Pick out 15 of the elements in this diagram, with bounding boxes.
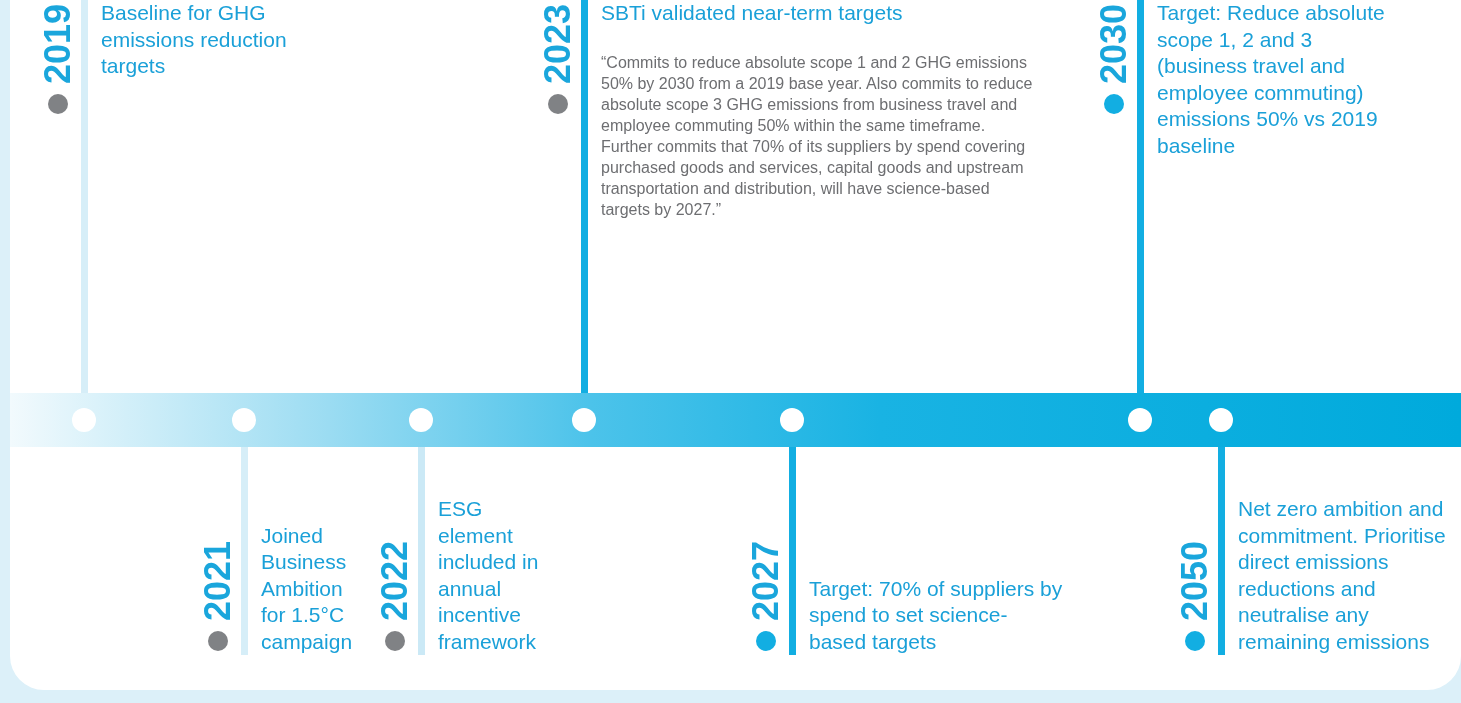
milestone-text: Target: 70% of suppliers by spend to set science-based targets	[809, 575, 1064, 655]
milestone-text: Target: Reduce absolute scope 1, 2 and 3 (business travel and employee commuting) emissions 50% vs 2019 baseline	[1157, 0, 1386, 159]
year-label: 2021	[200, 540, 236, 621]
year-label: 2019	[40, 4, 76, 85]
year-label: 2027	[748, 540, 784, 621]
milestone-text: Net zero ambition and commitment. Prioritise direct emissions reductions and neutralise any remaining emissions	[1238, 496, 1447, 655]
milestone-text: Joined Business Ambition for 1.5°C campaign	[261, 522, 354, 655]
milestone-text: ESG element included in annual incentive framework	[438, 496, 540, 655]
year-label: 2050	[1177, 540, 1213, 621]
year-label: 2023	[540, 4, 576, 85]
quote-text: “Commits to reduce absolute scope 1 and 2 GHG emissions 50% by 2030 from a 2019 base year. Also commits to reduce absolute scope 3 GHG emissions from business travel and employee commuting 50% within the same timeframe. Further commits that 70% of its suppliers by spend covering purchased goods and services, capital goods and upstream transportation and distribution, will have science-based targets by 2027.”	[601, 52, 1034, 220]
year-label: 2030	[1096, 4, 1132, 85]
milestone-text: SBTi validated near-term targets	[601, 0, 904, 26]
year-label: 2022	[377, 540, 413, 621]
milestone-text: Baseline for GHG emissions reduction targets	[101, 0, 288, 79]
